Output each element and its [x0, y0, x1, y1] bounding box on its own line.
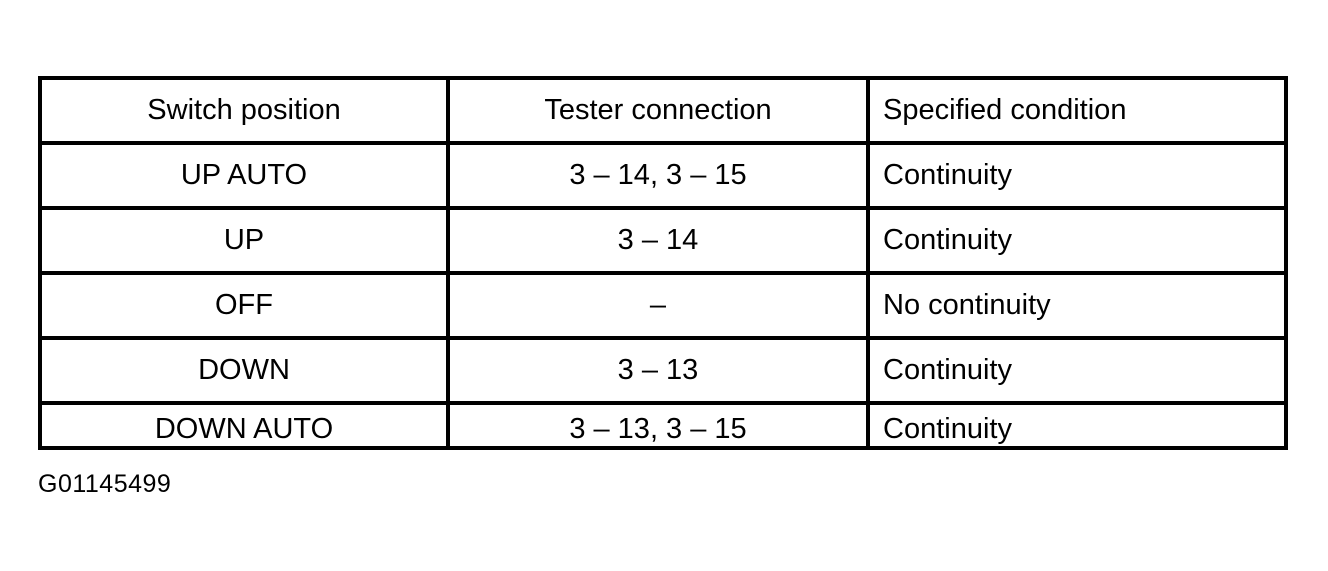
cell-specified-condition: Continuity [883, 159, 1012, 191]
column-header-tester-connection: Tester connection [450, 80, 870, 141]
cell-specified-condition: Continuity [883, 413, 1012, 445]
cell-tester-connection: 3 – 13, 3 – 15 [450, 405, 870, 446]
cell-switch-position: DOWN [42, 340, 450, 401]
table-row: OFF – No continuity [42, 275, 1284, 340]
column-header-switch-position: Switch position [42, 80, 450, 141]
cell-specified-condition: No continuity [883, 289, 1051, 321]
spec-table: Switch position Tester connection Specif… [38, 76, 1288, 450]
table-row: UP 3 – 14 Continuity [42, 210, 1284, 275]
cell-switch-position: OFF [42, 275, 450, 336]
cell-switch-position: DOWN AUTO [42, 405, 450, 446]
cell-specified-condition: Continuity [883, 224, 1012, 256]
column-header-specified-condition: Specified condition [883, 94, 1127, 126]
cell-switch-position: UP AUTO [42, 145, 450, 206]
table-header-row: Switch position Tester connection Specif… [42, 80, 1284, 145]
cell-tester-connection: 3 – 14 [450, 210, 870, 271]
cell-switch-position: UP [42, 210, 450, 271]
cell-specified-condition: Continuity [883, 354, 1012, 386]
table-row: DOWN 3 – 13 Continuity [42, 340, 1284, 405]
cell-tester-connection: – [450, 275, 870, 336]
figure-caption: G01145499 [38, 470, 172, 498]
cell-tester-connection: 3 – 14, 3 – 15 [450, 145, 870, 206]
table-row: UP AUTO 3 – 14, 3 – 15 Continuity [42, 145, 1284, 210]
cell-tester-connection: 3 – 13 [450, 340, 870, 401]
table-row: DOWN AUTO 3 – 13, 3 – 15 Continuity [42, 405, 1284, 446]
